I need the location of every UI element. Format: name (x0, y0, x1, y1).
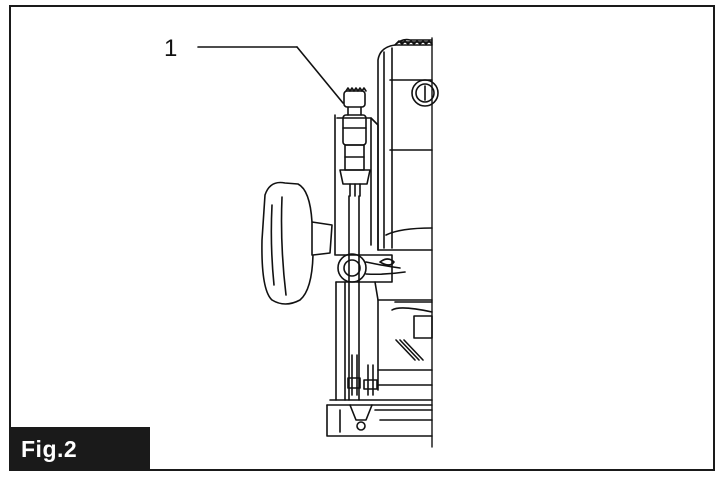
depth-stop-assembly (334, 87, 406, 401)
callout-number-1: 1 (164, 35, 178, 62)
figure-label: Fig.2 (11, 427, 150, 471)
motor-housing (377, 38, 439, 251)
figure-frame (9, 5, 715, 471)
router-base (326, 281, 433, 437)
side-handle (261, 181, 333, 305)
callout-leader-line (197, 46, 344, 104)
